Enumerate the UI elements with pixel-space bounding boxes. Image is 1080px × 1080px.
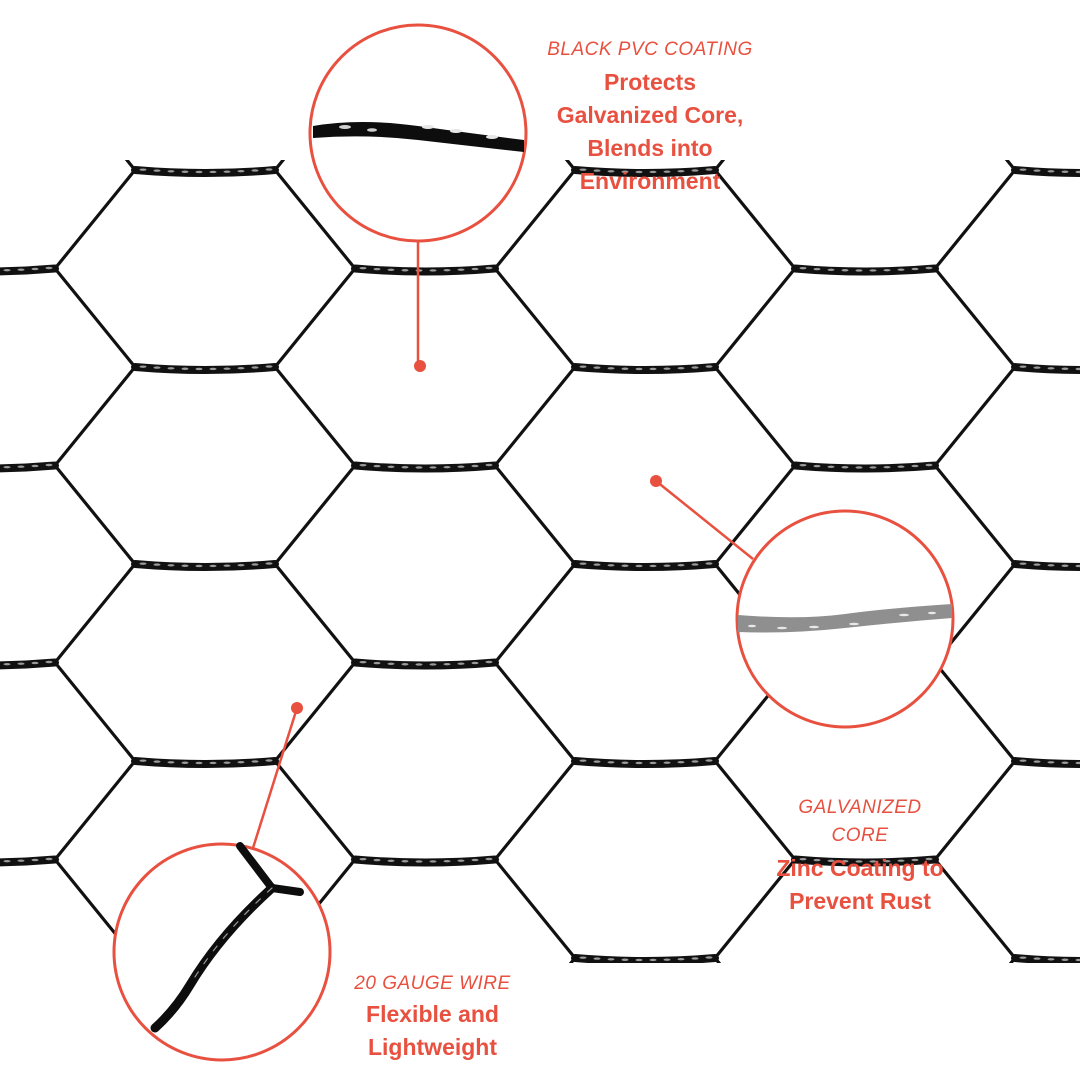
galvanized-callout-body: Zinc Coating to Prevent Rust — [776, 855, 944, 914]
galvanized-callout: GALVANIZED CORE Zinc Coating to Prevent … — [745, 794, 975, 918]
single-black-wire-icon — [150, 842, 304, 1033]
gauge-callout-kicker: 20 GAUGE WIRE — [354, 973, 511, 994]
gauge-pointer-line — [251, 707, 299, 849]
gauge-pointer-dot — [291, 702, 303, 714]
gauge-callout-body: Flexible and Lightweight — [366, 1001, 499, 1060]
galvanized-callout-kicker: GALVANIZED CORE — [798, 797, 922, 846]
black-twisted-wire-icon — [313, 122, 524, 152]
gauge-callout: 20 GAUGE WIRE Flexible and Lightweight — [330, 970, 535, 1064]
galvanized-pointer-line — [655, 480, 754, 560]
pvc-callout-body: Protects Galvanized Core, Blends into En… — [556, 69, 744, 194]
grey-twisted-wire-icon — [738, 604, 952, 633]
galvanized-pointer-dot — [650, 475, 662, 487]
pvc-callout: BLACK PVC COATING Protects Galvanized Co… — [520, 36, 780, 198]
pvc-pointer-dot — [414, 360, 426, 372]
pvc-callout-kicker: BLACK PVC COATING — [547, 39, 753, 60]
